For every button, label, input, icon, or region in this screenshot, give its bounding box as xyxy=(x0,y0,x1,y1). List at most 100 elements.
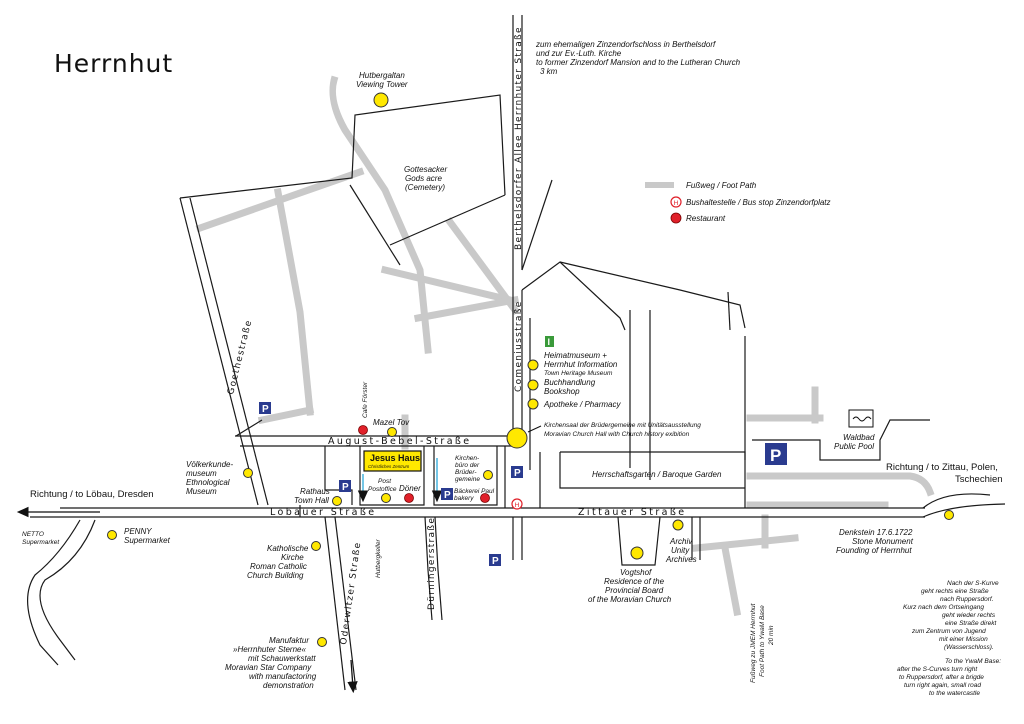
svg-text:Richtung / to Zittau, Polen,: Richtung / to Zittau, Polen, xyxy=(886,462,998,473)
legend: Fußweg / Foot Path H Bushaltestelle / Bu… xyxy=(645,181,831,224)
svg-text:Town Hall: Town Hall xyxy=(294,496,329,505)
bus-stop-icon: H xyxy=(511,498,523,510)
legend-bus-icon xyxy=(670,196,682,208)
street-duerninger: Dürningerstraße xyxy=(427,517,437,610)
svg-text:Heimatmuseum +: Heimatmuseum + xyxy=(544,351,607,360)
svg-text:bakery: bakery xyxy=(454,495,474,502)
svg-text:mit Schauwerkstatt: mit Schauwerkstatt xyxy=(248,654,316,663)
svg-text:Völkerkunde-: Völkerkunde- xyxy=(186,460,233,469)
svg-text:H: H xyxy=(674,200,679,207)
berthelsdorf-note: zum ehemaligen Zinzendorfschloss in Bert… xyxy=(535,40,741,76)
svg-text:Fußweg zu JMEM Herrnhut: Fußweg zu JMEM Herrnhut xyxy=(750,602,757,683)
poi-herrschaftsgarten: Herrschaftsgarten / Baroque Garden xyxy=(592,470,722,479)
svg-text:Kurz nach dem Ortseingang: Kurz nach dem Ortseingang xyxy=(903,604,984,611)
svg-text:P: P xyxy=(770,446,781,465)
svg-text:of the Moravian Church: of the Moravian Church xyxy=(588,595,672,604)
tower-marker xyxy=(373,92,389,108)
svg-text:P: P xyxy=(514,468,521,479)
svg-text:eine Straße direkt: eine Straße direkt xyxy=(945,620,997,627)
svg-text:Jesus Haus: Jesus Haus xyxy=(370,453,420,463)
svg-text:demonstration: demonstration xyxy=(263,681,314,690)
poi-denkstein: Denkstein 17.6.1722 Stone Monument Found… xyxy=(836,510,954,555)
svg-text:Manufaktur: Manufaktur xyxy=(269,636,309,645)
svg-text:To the YwaM Base:: To the YwaM Base: xyxy=(945,658,1001,665)
svg-text:Waldbad: Waldbad xyxy=(843,433,875,442)
svg-text:Stone Monument: Stone Monument xyxy=(852,537,914,546)
svg-text:Rathaus: Rathaus xyxy=(300,487,330,496)
svg-text:Buchhandlung: Buchhandlung xyxy=(544,378,596,387)
svg-text:Viewing Tower: Viewing Tower xyxy=(356,80,408,89)
svg-text:Apotheke / Pharmacy: Apotheke / Pharmacy xyxy=(543,400,621,409)
street-loebauer: Löbauer Straße xyxy=(270,507,377,518)
info-icon xyxy=(545,336,554,347)
svg-text:to Ruppersdorf, after a brigde: to Ruppersdorf, after a brigde xyxy=(899,674,984,681)
poi-pharmacy: Apotheke / Pharmacy xyxy=(527,398,621,410)
poi-vogtshof: Vogtshof Residence of the Provincial Boa… xyxy=(588,546,672,604)
poi-kirchenbuero: Kirchen- büro der Brüder- gemeine xyxy=(431,455,493,503)
parking-comenius: P xyxy=(511,466,523,479)
svg-text:Tschechien: Tschechien xyxy=(955,474,1003,485)
svg-text:Kirche: Kirche xyxy=(281,553,304,562)
legend-busstop: Bushaltestelle / Bus stop Zinzendorfplat… xyxy=(686,198,831,207)
poi-baeckerei: Bäckerei Paul bakery xyxy=(454,488,495,503)
parking-duerninger: P xyxy=(441,488,453,501)
svg-text:Gods acre: Gods acre xyxy=(405,174,442,183)
svg-text:museum: museum xyxy=(186,469,217,478)
poi-post: Post Postoffice xyxy=(368,478,397,503)
svg-text:P: P xyxy=(342,482,349,493)
svg-text:Döner: Döner xyxy=(399,484,421,493)
direction-loebau: Richtung / to Löbau, Dresden xyxy=(16,489,154,518)
svg-text:Bäckerei Paul: Bäckerei Paul xyxy=(454,488,495,495)
svg-text:I: I xyxy=(548,337,551,347)
svg-text:Brüder-: Brüder- xyxy=(455,469,477,476)
svg-text:geht rechts eine Straße: geht rechts eine Straße xyxy=(921,588,989,595)
svg-text:P: P xyxy=(444,490,451,501)
svg-text:Archives: Archives xyxy=(665,555,697,564)
svg-text:Kirchen-: Kirchen- xyxy=(455,455,480,462)
svg-text:Moravian Star Company: Moravian Star Company xyxy=(225,663,312,672)
svg-text:geht wieder rechts: geht wieder rechts xyxy=(942,612,996,619)
street-august-bebel: August-Bebel-Straße xyxy=(328,436,472,447)
svg-text:Supermarket: Supermarket xyxy=(124,536,171,545)
svg-text:Hutbergaltan: Hutbergaltan xyxy=(359,71,405,80)
svg-text:Mazel Tov: Mazel Tov xyxy=(373,418,410,427)
svg-text:Bookshop: Bookshop xyxy=(544,387,580,396)
kirchensaal-marker xyxy=(506,427,528,449)
svg-text:zum Zentrum von Jugend: zum Zentrum von Jugend xyxy=(911,628,986,635)
arrow-down-icon xyxy=(347,659,358,694)
svg-text:Founding of Herrnhut: Founding of Herrnhut xyxy=(836,546,912,555)
svg-text:Post: Post xyxy=(378,478,392,485)
svg-text:3 km: 3 km xyxy=(540,67,558,76)
svg-text:turn right again, small road: turn right again, small road xyxy=(904,682,981,689)
poi-cafe: Cafe Förster xyxy=(358,381,369,435)
svg-text:with manufactoring: with manufactoring xyxy=(249,672,317,681)
street-hutbergkeller: Hutbergkeller xyxy=(375,539,382,578)
svg-text:after the S-Curves turn right: after the S-Curves turn right xyxy=(897,666,978,673)
svg-text:Ethnological: Ethnological xyxy=(186,478,230,487)
svg-text:Museum: Museum xyxy=(186,487,217,496)
street-oderwitzer: Oderwitzer Straße xyxy=(339,541,363,645)
svg-text:Richtung / to Löbau, Dresden: Richtung / to Löbau, Dresden xyxy=(30,489,154,500)
svg-text:Nach der S-Kurve: Nach der S-Kurve xyxy=(947,580,999,587)
ywam-note-en: To the YwaM Base: after the S-Curves tur… xyxy=(897,658,1001,697)
svg-text:Christliches Zentrum: Christliches Zentrum xyxy=(368,464,410,469)
poi-cemetery: Gottesacker Gods acre (Cemetery) xyxy=(404,165,447,192)
poi-manufaktur: Manufaktur »Herrnhuter Sterne« mit Schau… xyxy=(225,636,327,690)
svg-text:Supermarket: Supermarket xyxy=(22,539,60,546)
poi-rathaus: Rathaus Town Hall xyxy=(294,487,342,506)
pool-icon xyxy=(852,416,872,422)
ywam-note-de: Nach der S-Kurve geht rechts eine Straße… xyxy=(903,580,999,651)
svg-text:Katholische: Katholische xyxy=(267,544,309,553)
svg-text:Residence of the: Residence of the xyxy=(604,577,665,586)
poi-tower: Hutbergaltan Viewing Tower xyxy=(356,71,408,108)
svg-text:NETTO: NETTO xyxy=(22,531,44,538)
svg-text:(Wasserschloss).: (Wasserschloss). xyxy=(944,644,994,651)
svg-text:to former Zinzendorf Mansion a: to former Zinzendorf Mansion and to the … xyxy=(536,58,741,67)
svg-text:Gottesacker: Gottesacker xyxy=(404,165,447,174)
svg-text:Herrnhut Information: Herrnhut Information xyxy=(544,360,618,369)
poi-waldbad: Waldbad Public Pool xyxy=(834,409,875,451)
parking-rathaus: P xyxy=(339,480,351,493)
svg-text:P: P xyxy=(492,556,499,567)
legend-restaurant: Restaurant xyxy=(686,214,726,223)
